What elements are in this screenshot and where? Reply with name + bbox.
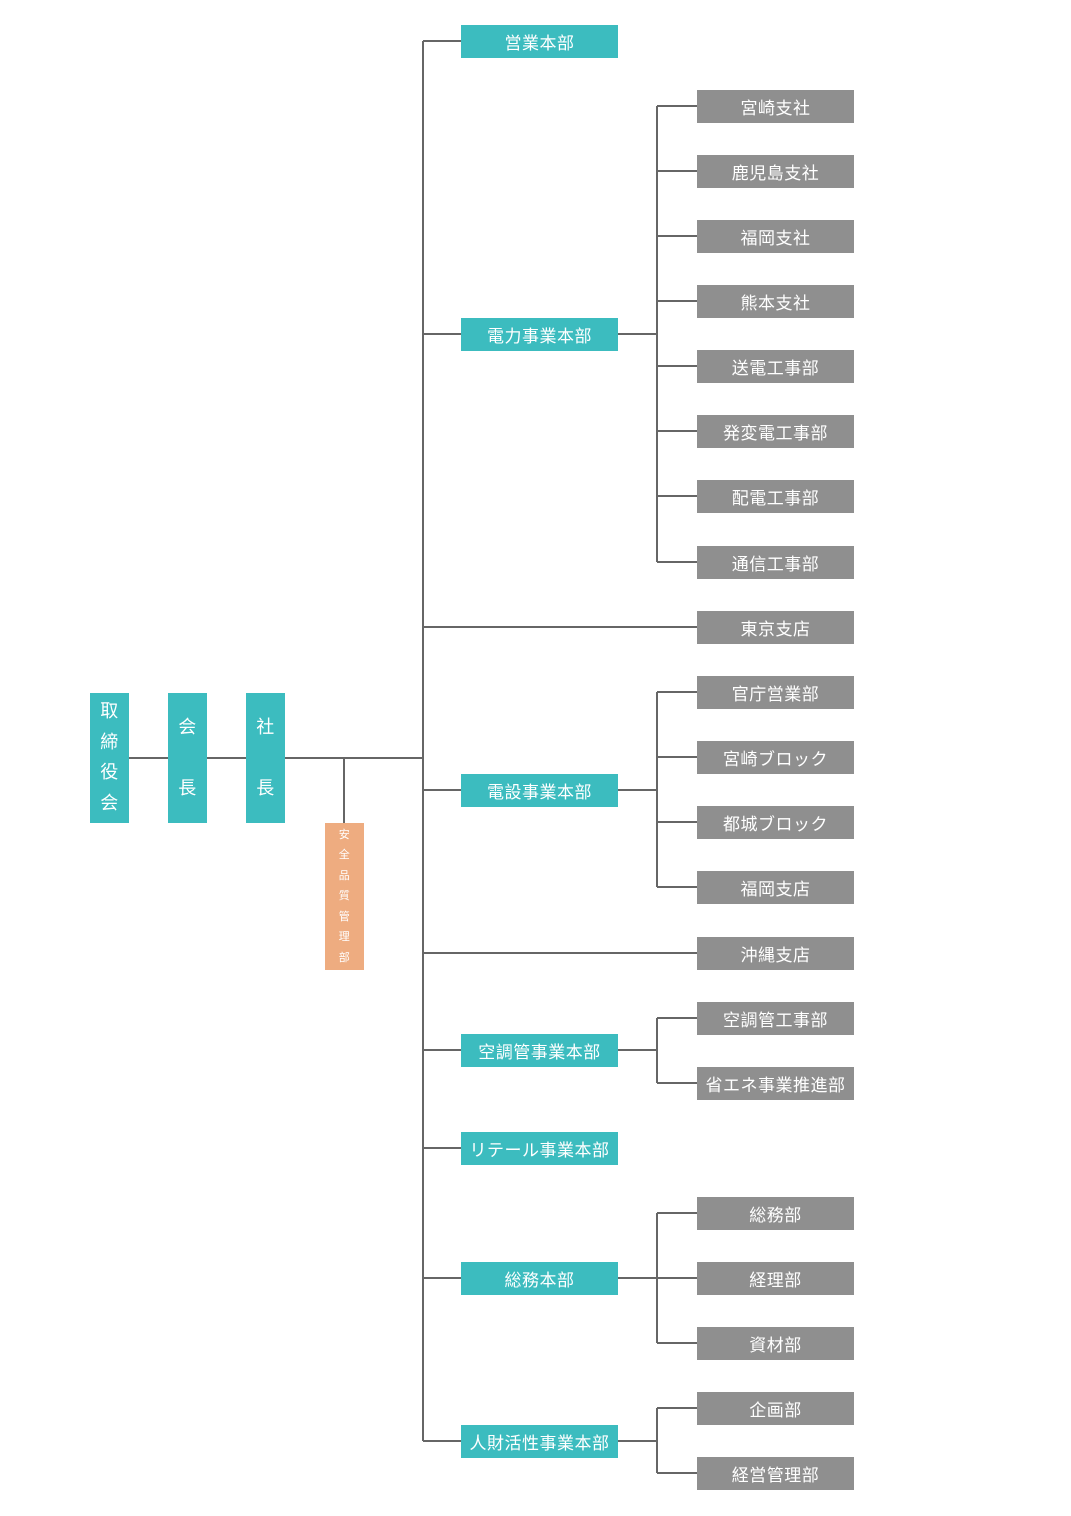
dept-materials: 資材部 bbox=[697, 1327, 854, 1360]
hq-general-affairs: 総務本部 bbox=[461, 1262, 618, 1295]
dept-management: 経営管理部 bbox=[697, 1457, 854, 1490]
dept-miyazaki-branch: 宮崎支社 bbox=[697, 90, 854, 123]
president-char: 長 bbox=[256, 777, 275, 799]
dept-planning: 企画部 bbox=[697, 1392, 854, 1425]
board-char: 締 bbox=[100, 731, 119, 753]
board-of-directors-box: 取 締 役 会 bbox=[90, 693, 129, 823]
dept-miyakonojo-block: 都城ブロック bbox=[697, 806, 854, 839]
hq-construction: 電設事業本部 bbox=[461, 774, 618, 807]
dept-government-sales: 官庁営業部 bbox=[697, 676, 854, 709]
dept-fukuoka-branch: 福岡支社 bbox=[697, 220, 854, 253]
chairman-char: 会 bbox=[178, 716, 197, 738]
dept-accounting: 経理部 bbox=[697, 1262, 854, 1295]
dept-tokyo-branch: 東京支店 bbox=[697, 611, 854, 644]
safety-char: 質 bbox=[338, 889, 351, 903]
dept-distribution: 配電工事部 bbox=[697, 480, 854, 513]
hq-sales: 営業本部 bbox=[461, 25, 618, 58]
dept-okinawa-branch: 沖縄支店 bbox=[697, 937, 854, 970]
hq-retail: リテール事業本部 bbox=[461, 1132, 618, 1165]
board-char: 会 bbox=[100, 792, 119, 814]
safety-char: 理 bbox=[338, 930, 351, 944]
dept-fukuoka-store: 福岡支店 bbox=[697, 871, 854, 904]
dept-kagoshima-branch: 鹿児島支社 bbox=[697, 155, 854, 188]
chairman-box: 会 長 bbox=[168, 693, 207, 823]
hq-hr: 人財活性事業本部 bbox=[461, 1425, 618, 1458]
dept-communication: 通信工事部 bbox=[697, 546, 854, 579]
board-char: 役 bbox=[100, 762, 119, 783]
dept-transmission: 送電工事部 bbox=[697, 350, 854, 383]
safety-char: 部 bbox=[338, 950, 351, 964]
hq-hvac: 空調管事業本部 bbox=[461, 1034, 618, 1067]
hq-power: 電力事業本部 bbox=[461, 318, 618, 351]
dept-general-affairs: 総務部 bbox=[697, 1197, 854, 1230]
safety-char: 品 bbox=[338, 868, 351, 882]
president-box: 社 長 bbox=[246, 693, 285, 823]
dept-miyazaki-block: 宮崎ブロック bbox=[697, 741, 854, 774]
safety-char: 管 bbox=[338, 909, 351, 923]
president-char: 社 bbox=[256, 716, 275, 738]
board-char: 取 bbox=[100, 701, 119, 722]
dept-kumamoto-branch: 熊本支社 bbox=[697, 285, 854, 318]
safety-char: 安 bbox=[338, 827, 351, 841]
safety-quality-department-box: 安 全 品 質 管 理 部 bbox=[325, 823, 364, 970]
dept-hvac-works: 空調管工事部 bbox=[697, 1002, 854, 1035]
dept-energy-saving: 省エネ事業推進部 bbox=[697, 1067, 854, 1100]
dept-substation: 発変電工事部 bbox=[697, 415, 854, 448]
safety-char: 全 bbox=[338, 848, 351, 862]
chairman-char: 長 bbox=[178, 777, 197, 799]
